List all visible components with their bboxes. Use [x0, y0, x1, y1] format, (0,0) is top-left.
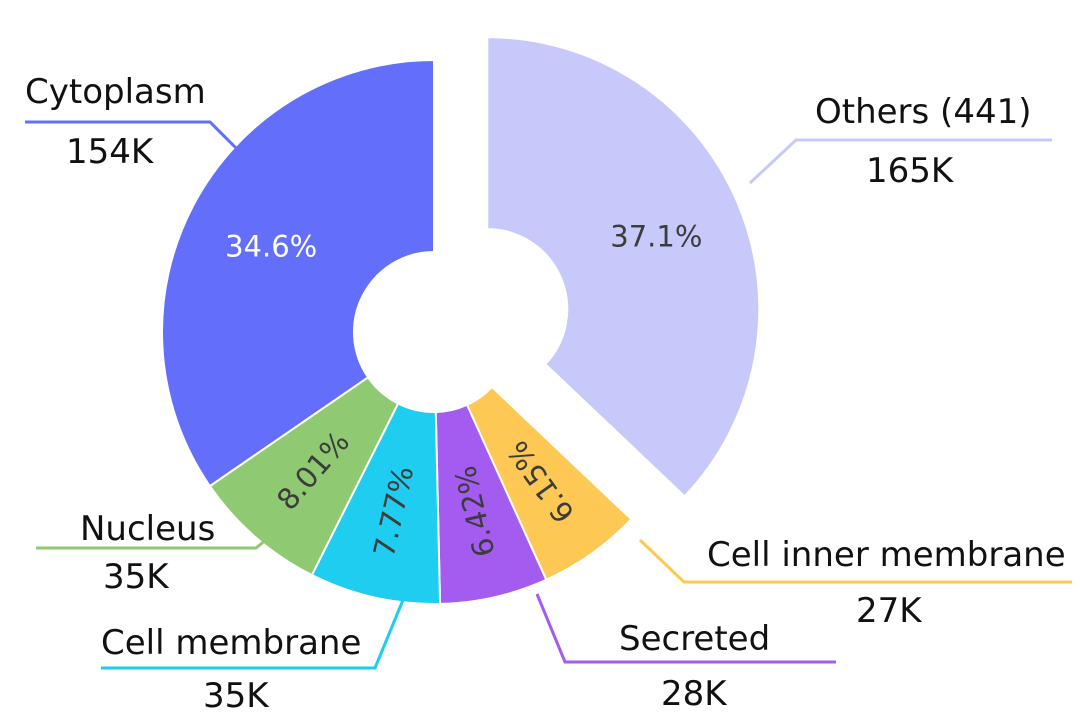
slice-value-label: 154K — [66, 132, 155, 172]
slice-value-label: 35K — [203, 676, 270, 716]
slice-labels: Others (441) 165K Cell inner membrane 27K Se… — [25, 72, 1066, 716]
leader-line — [36, 515, 295, 550]
slice-name-label: Cell membrane — [101, 623, 361, 663]
slice-value-label: 27K — [856, 591, 923, 631]
leader-lines — [25, 120, 1072, 670]
leader-line — [638, 538, 1072, 584]
leader-line — [535, 593, 836, 664]
percent-label: 34.6% — [225, 229, 317, 263]
slice-name-label: Others (441) — [815, 92, 1031, 132]
leader-line — [25, 120, 255, 167]
slice-name-label: Secreted — [619, 619, 770, 659]
percent-label: 37.1% — [610, 219, 702, 253]
slice-name-label: Cell inner membrane — [707, 535, 1066, 575]
slice-name-label: Nucleus — [80, 509, 215, 549]
slice-value-label: 28K — [661, 674, 728, 714]
leader-line — [748, 138, 1052, 185]
slice-value-label: 165K — [866, 151, 955, 191]
slice-others-441[interactable] — [486, 36, 761, 498]
slices — [161, 36, 761, 605]
slice-cytoplasm[interactable] — [161, 58, 435, 488]
slice-value-label: 35K — [103, 557, 170, 597]
slice-name-label: Cytoplasm — [25, 72, 206, 112]
leader-line — [101, 599, 405, 670]
